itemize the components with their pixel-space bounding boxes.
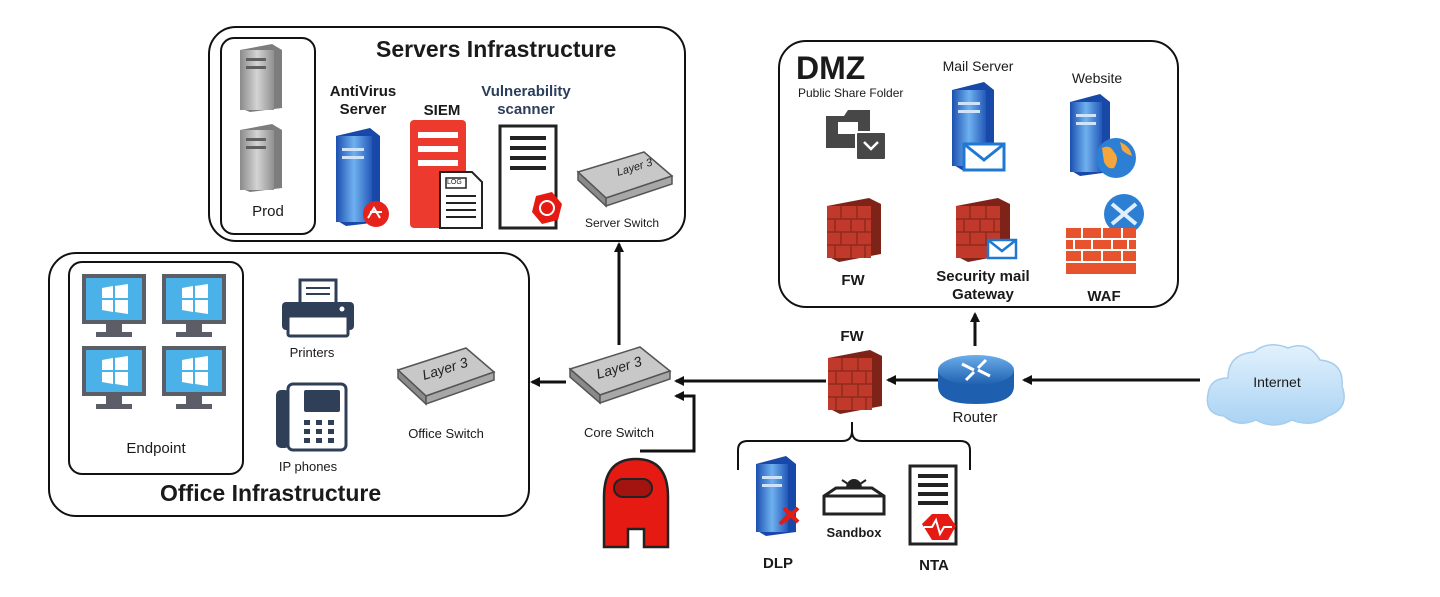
core-switch-icon: Layer 3	[568, 346, 672, 405]
nta-icon	[908, 464, 958, 546]
smg-line2: Gateway	[952, 286, 1014, 303]
prod-server-icon	[240, 124, 282, 192]
printers-label: Printers	[289, 345, 335, 360]
vulnerability-scanner-icon	[498, 124, 562, 230]
office-switch-label: Office Switch	[408, 426, 484, 441]
endpoint-label: Endpoint	[126, 440, 186, 457]
office-switch-icon: Layer 3	[396, 347, 496, 406]
antivirus-label: AntiVirus Server	[329, 83, 397, 118]
server-switch-label: Server Switch	[584, 216, 660, 230]
nta-label: NTA	[919, 557, 949, 574]
siem-icon	[410, 120, 483, 229]
endpoint-monitor-icon	[162, 346, 226, 409]
endpoint-monitor-icon	[82, 346, 146, 409]
sandbox-label: Sandbox	[826, 525, 882, 540]
router-icon	[938, 355, 1014, 404]
endpoint-monitor-icon	[162, 274, 226, 337]
router-label: Router	[952, 409, 998, 426]
mail-server-label: Mail Server	[942, 58, 1014, 74]
perimeter-fw-label: FW	[840, 328, 864, 345]
attacker-icon	[602, 457, 670, 549]
endpoint-monitor-icon	[82, 274, 146, 337]
dlp-server-icon	[756, 456, 800, 536]
siem-label: SIEM	[423, 102, 461, 119]
antivirus-server-icon	[336, 128, 389, 227]
ip-phone-icon	[276, 382, 348, 452]
website-label: Website	[1071, 70, 1123, 86]
siem-log-tag: LOG	[447, 179, 462, 186]
website-server-icon	[1070, 94, 1136, 178]
waf-label: WAF	[1087, 288, 1121, 305]
prod-server-icon	[240, 44, 282, 112]
perimeter-firewall-icon	[828, 350, 882, 414]
dmz-title: DMZ	[796, 50, 866, 86]
mail-server-icon	[952, 82, 1006, 172]
internet-label: Internet	[1253, 374, 1301, 390]
ip-phones-label: IP phones	[278, 459, 338, 474]
dlp-label: DLP	[763, 555, 793, 572]
prod-label: Prod	[252, 203, 284, 220]
security-mail-gateway-icon	[956, 198, 1018, 262]
office-title: Office Infrastructure	[160, 480, 382, 506]
vulnerability-scanner-label: Vulnerability scanner	[481, 83, 571, 118]
public-share-label: Public Share Folder	[798, 86, 904, 100]
waf-icon	[1066, 194, 1144, 274]
security-mail-gateway-label: Security mail Gateway	[936, 268, 1029, 304]
server-switch-icon: Layer 3	[576, 151, 674, 208]
internet-cloud-icon	[1206, 344, 1345, 426]
sandbox-icon	[822, 479, 886, 516]
servers-title: Servers Infrastructure	[376, 36, 617, 62]
dmz-fw-label: FW	[841, 272, 865, 289]
dmz-firewall-icon	[827, 198, 881, 262]
core-switch-label: Core Switch	[583, 425, 655, 440]
smg-line1: Security mail	[936, 268, 1030, 285]
public-share-folder-icon	[826, 110, 887, 161]
printer-icon	[282, 278, 354, 338]
